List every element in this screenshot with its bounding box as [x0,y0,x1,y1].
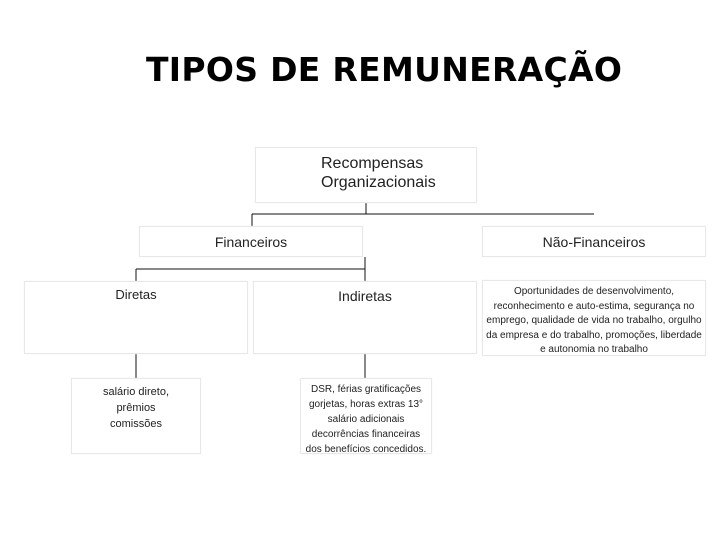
diretas-description-text: salário direto, prêmios comissões [102,386,170,430]
node-diretas: Diretas [24,281,248,354]
node-diretas-label: Diretas [115,287,157,302]
page-title: TIPOS DE REMUNERAÇÃO [146,50,623,89]
node-indiretas-label: Indiretas [338,288,392,304]
node-indiretas-description: DSR, férias gratificações gorjetas, hora… [300,378,432,455]
node-recompensas-label: Recompensas Organizacionais [321,155,436,191]
node-diretas-description: salário direto, prêmios comissões [71,378,201,454]
node-nao-financeiros-description: Oportunidades de desenvolvimento, reconh… [482,280,706,356]
node-recompensas-organizacionais: Recompensas Organizacionais [255,147,477,203]
node-financeiros: Financeiros [139,226,363,257]
nao-financeiros-description-text: Oportunidades de desenvolvimento, reconh… [486,286,702,355]
node-indiretas: Indiretas [253,281,477,354]
node-financeiros-label: Financeiros [214,234,288,250]
indiretas-description-text: DSR, férias gratificações gorjetas, hora… [305,384,427,455]
node-nao-financeiros-label: Não-Financeiros [542,234,646,250]
node-nao-financeiros: Não-Financeiros [482,226,706,257]
